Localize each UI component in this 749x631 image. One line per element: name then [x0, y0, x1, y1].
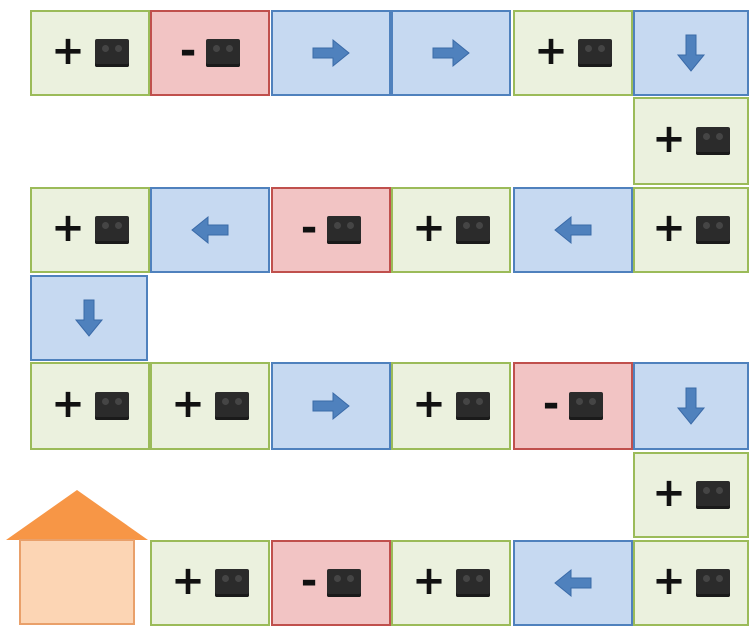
plus-brick-tile: + — [391, 362, 511, 450]
plus-sign: + — [652, 116, 686, 162]
plus-brick-tile: + — [391, 187, 511, 273]
plus-brick-tile: + — [633, 452, 749, 538]
minus-sign: - — [300, 205, 318, 251]
arrow-tile-left — [513, 187, 633, 273]
minus-brick-tile: - — [513, 362, 633, 450]
arrow-right-icon — [309, 31, 353, 75]
lego-brick-icon — [327, 569, 362, 597]
lego-brick-icon — [94, 216, 129, 244]
plus-sign: + — [171, 381, 205, 427]
arrow-tile-right — [391, 10, 511, 96]
lego-brick-icon — [695, 216, 730, 244]
plus-sign: + — [412, 558, 446, 604]
arrow-down-icon — [67, 296, 111, 340]
lego-brick-icon — [214, 392, 249, 420]
plus-sign: + — [412, 381, 446, 427]
arrow-left-icon — [551, 208, 595, 252]
minus-sign: - — [542, 381, 560, 427]
plus-sign: + — [652, 470, 686, 516]
arrow-right-icon — [309, 384, 353, 428]
lego-brick-icon — [569, 392, 604, 420]
arrow-tile-down — [30, 275, 148, 361]
plus-brick-tile: + — [30, 10, 150, 96]
plus-brick-tile: + — [633, 540, 749, 626]
arrow-left-icon — [551, 561, 595, 605]
plus-sign: + — [51, 28, 85, 74]
minus-brick-tile: - — [271, 187, 391, 273]
plus-brick-tile: + — [150, 540, 270, 626]
lego-brick-icon — [695, 127, 730, 155]
plus-brick-tile: + — [150, 362, 270, 450]
arrow-tile-left — [150, 187, 270, 273]
plus-sign: + — [412, 205, 446, 251]
plus-sign: + — [652, 205, 686, 251]
plus-sign: + — [534, 28, 568, 74]
arrow-tile-down — [633, 362, 749, 450]
minus-brick-tile: - — [150, 10, 270, 96]
lego-brick-icon — [455, 569, 490, 597]
plus-sign: + — [652, 558, 686, 604]
plus-brick-tile: + — [513, 10, 633, 96]
house-body — [19, 539, 135, 625]
plus-brick-tile: + — [633, 187, 749, 273]
arrow-down-icon — [669, 31, 713, 75]
arrow-left-icon — [188, 208, 232, 252]
minus-sign: - — [300, 558, 318, 604]
lego-brick-icon — [455, 216, 490, 244]
plus-brick-tile: + — [633, 97, 749, 185]
arrow-tile-right — [271, 362, 391, 450]
plus-brick-tile: + — [30, 362, 150, 450]
arrow-tile-right — [271, 10, 391, 96]
lego-brick-icon — [206, 39, 241, 67]
lego-brick-icon — [695, 569, 730, 597]
plus-brick-tile: + — [391, 540, 511, 626]
minus-brick-tile: - — [271, 540, 391, 626]
house-roof — [6, 490, 148, 540]
arrow-right-icon — [429, 31, 473, 75]
arrow-tile-left — [513, 540, 633, 626]
lego-brick-icon — [214, 569, 249, 597]
plus-sign: + — [51, 381, 85, 427]
plus-sign: + — [51, 205, 85, 251]
lego-brick-icon — [94, 39, 129, 67]
lego-brick-icon — [695, 481, 730, 509]
plus-brick-tile: + — [30, 187, 150, 273]
lego-brick-icon — [327, 216, 362, 244]
arrow-down-icon — [669, 384, 713, 428]
minus-sign: - — [179, 28, 197, 74]
plus-sign: + — [171, 558, 205, 604]
arrow-tile-down — [633, 10, 749, 96]
lego-brick-icon — [577, 39, 612, 67]
lego-brick-icon — [455, 392, 490, 420]
lego-brick-icon — [94, 392, 129, 420]
house-icon — [4, 488, 150, 631]
